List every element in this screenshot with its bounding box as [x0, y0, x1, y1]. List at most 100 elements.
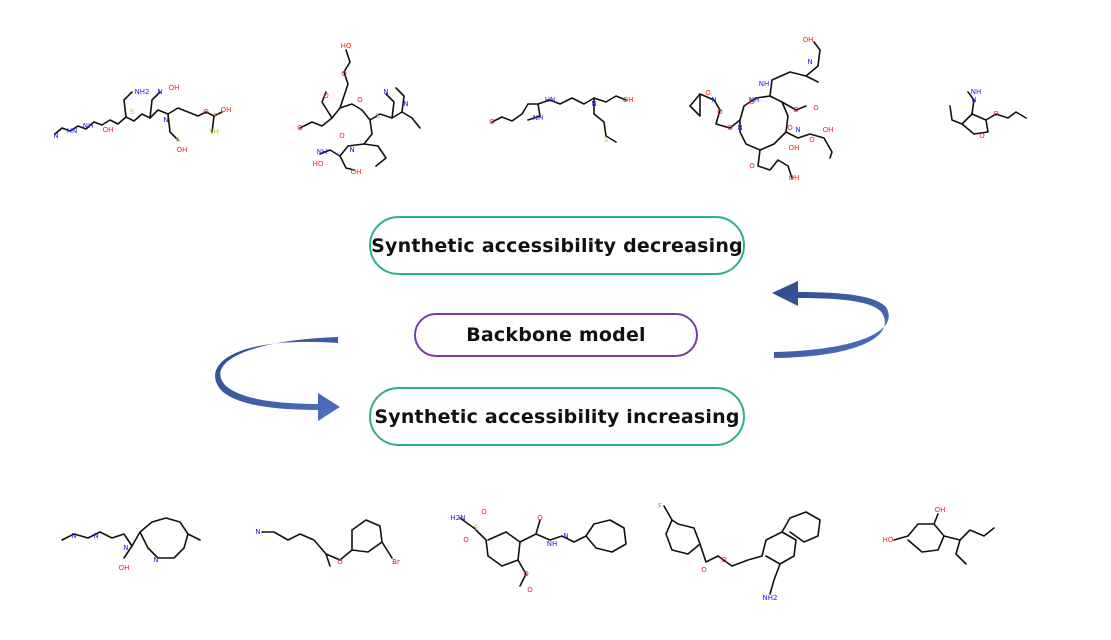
atom: O [721, 556, 727, 564]
atom: O [749, 162, 755, 170]
atom: O [337, 558, 343, 566]
atom: S [130, 108, 135, 116]
decreasing-label-box: Synthetic accessibility decreasing [369, 216, 745, 275]
atom: OH [823, 126, 834, 134]
atom: O [749, 98, 755, 106]
molecule-top-3: O HN NH N OH S [489, 95, 634, 144]
atom: N [807, 58, 812, 66]
atom: OH [789, 144, 800, 152]
atom: N [591, 100, 596, 108]
atom: O [993, 110, 999, 118]
atom: S [376, 112, 381, 120]
atom: NH [533, 114, 544, 122]
atom: N [163, 116, 168, 124]
increasing-label: Synthetic accessibility increasing [374, 405, 740, 428]
atom: O [717, 108, 723, 116]
backbone-model-box: Backbone model [414, 313, 698, 357]
atom: O [979, 132, 985, 140]
atom: O [203, 108, 209, 116]
atom: HO [341, 42, 352, 50]
atom: O [297, 124, 303, 132]
increasing-label-box: Synthetic accessibility increasing [369, 387, 745, 446]
atom: N [711, 96, 716, 104]
atom: O [813, 104, 819, 112]
atom: OH [221, 106, 232, 114]
left-curved-arrow [215, 337, 340, 421]
atom: N [153, 556, 158, 564]
atom: N [737, 124, 742, 132]
atom: NH [759, 80, 770, 88]
atom: NH2 [135, 88, 150, 96]
atom: O [809, 136, 815, 144]
atom: O [787, 124, 793, 132]
atom: SH [209, 128, 219, 136]
atom: OH [169, 84, 180, 92]
atom: N [795, 126, 800, 134]
atom: NH2 [763, 594, 778, 602]
atom: OH [935, 506, 946, 514]
atom: O [537, 514, 543, 522]
atom: O [481, 508, 487, 516]
atom: S [474, 524, 479, 532]
atom: I [949, 104, 951, 112]
molecule-bottom-3: H2N O S O O N NH O O [451, 508, 627, 594]
atom: NH [547, 540, 558, 548]
atom: NH [317, 148, 328, 156]
atom: HO [313, 160, 324, 168]
molecule-top-5: I N NH O O [949, 88, 1027, 140]
atom: NH [83, 122, 94, 130]
right-curved-arrow [772, 281, 889, 358]
atom: O [463, 536, 469, 544]
backbone-model-label: Backbone model [466, 324, 646, 346]
atom: P [214, 112, 218, 120]
atom: N [255, 528, 260, 536]
atom: N [403, 100, 408, 108]
atom: OH [103, 126, 114, 134]
atom: HO [883, 536, 894, 544]
molecule-bottom-1: N N N OH N [61, 517, 201, 572]
atom: N [563, 532, 568, 540]
molecule-bottom-4: F O O NH2 [658, 502, 821, 602]
atom: O [527, 586, 533, 594]
atom: HN [545, 96, 556, 104]
atom: N [93, 532, 98, 540]
atom: OH [119, 564, 130, 572]
atom: N [971, 96, 976, 104]
atom: Br [392, 558, 400, 566]
atom: OH [789, 174, 800, 182]
atom: N [123, 544, 128, 552]
molecule-top-2: O O HO O N S N O O NH N HO OH [297, 42, 421, 176]
atom: O [793, 106, 799, 114]
atom: O [705, 89, 711, 97]
atom: OH [351, 168, 362, 176]
atom: S [176, 136, 181, 144]
atom: O [489, 118, 495, 126]
atom: H2N [451, 514, 466, 522]
molecule-top-1: N HN NH OH S NH2 N OH N S OH O P OH SH [53, 84, 231, 154]
atom: O [701, 566, 707, 574]
atom: OH [177, 146, 188, 154]
atom: NH [971, 88, 982, 96]
atom: O [339, 132, 345, 140]
atom: S [604, 136, 609, 144]
atom: O [523, 570, 529, 578]
molecule-top-4: O N O O N NH NH N OH O O O O N O OH O OH… [689, 36, 834, 182]
atom: HN [67, 127, 78, 135]
atom: N [53, 132, 58, 140]
atom: OH [623, 96, 634, 104]
atom: N [71, 532, 76, 540]
atom: O [323, 92, 329, 100]
atom: N [157, 88, 162, 96]
atom: NH [749, 96, 760, 104]
atom: O [357, 96, 363, 104]
atom: O [727, 124, 733, 132]
molecule-bottom-5: HO OH [883, 506, 995, 565]
molecule-bottom-2: N O Br [255, 519, 400, 567]
atom: F [658, 502, 662, 510]
decreasing-label: Synthetic accessibility decreasing [371, 234, 743, 257]
atom: N [349, 146, 354, 154]
atom: N [383, 88, 388, 96]
atom: O [341, 70, 347, 78]
atom: OH [803, 36, 814, 44]
